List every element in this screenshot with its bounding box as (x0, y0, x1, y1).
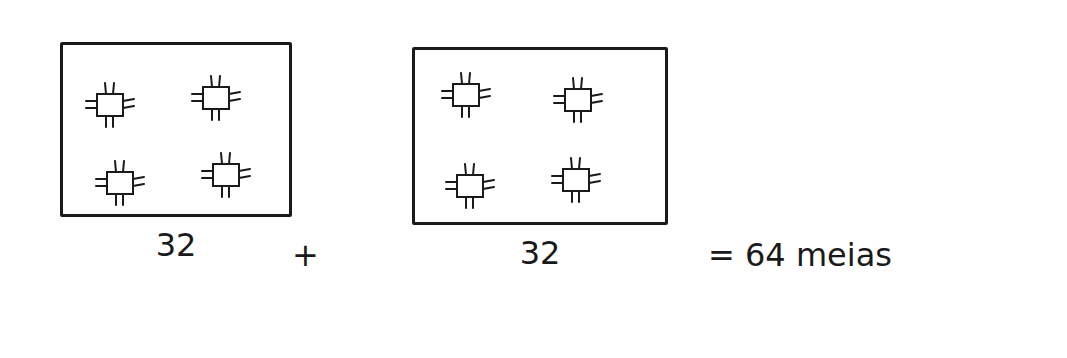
count-number: 32 (520, 236, 561, 271)
chip-symbol (202, 153, 250, 197)
chip-tray-box: 32 (412, 47, 668, 225)
chip-symbol (96, 161, 144, 205)
equation-text: + (292, 238, 319, 273)
count-number: 32 (156, 228, 197, 263)
chip-symbol (554, 78, 602, 122)
chip-symbol (552, 158, 600, 202)
chip-symbol (192, 76, 240, 120)
equation-text: = 64 meias (708, 238, 892, 273)
chip-symbol (442, 73, 490, 117)
chip-symbol (86, 83, 134, 127)
chip-symbol (446, 164, 494, 208)
chip-tray-box: 32 (60, 42, 292, 217)
